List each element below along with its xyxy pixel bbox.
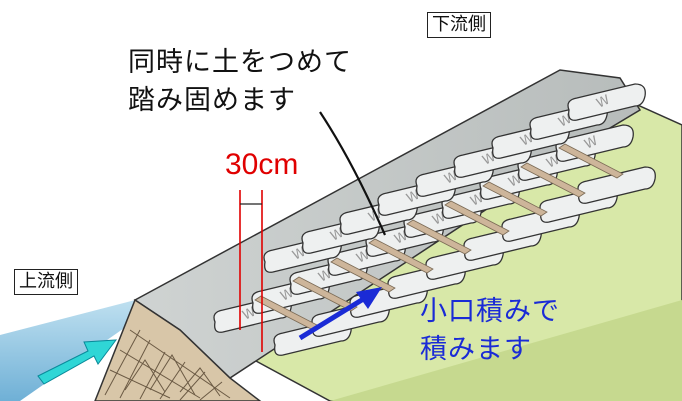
tie-band — [482, 181, 548, 217]
method-text: 小口積みで 積みます — [420, 293, 560, 369]
dimension-marker — [239, 190, 263, 352]
method-line-2: 積みます — [420, 334, 532, 365]
tie-band — [368, 238, 434, 274]
sandbag-row-front — [577, 166, 656, 204]
bag-mark: W — [582, 134, 600, 153]
leader-line — [319, 111, 387, 236]
instruction-text: 同時に土をつめて 踏み固めます — [128, 44, 352, 120]
instruction-line-2: 踏み固めます — [128, 85, 296, 116]
tie-band — [520, 162, 586, 198]
instruction-line-1: 同時に土をつめて — [128, 47, 352, 78]
tie-band — [558, 143, 624, 179]
sandbag-row-upper: W — [567, 83, 646, 121]
upstream-label: 上流側 — [14, 269, 78, 295]
embankment-shadow — [330, 300, 682, 401]
tie-band — [444, 200, 510, 236]
tie-band — [330, 257, 396, 293]
downstream-label: 下流側 — [427, 12, 491, 38]
dimension-label: 30cm — [225, 148, 299, 181]
river-flow-arrow — [37, 339, 118, 385]
tie-band — [406, 219, 472, 255]
levee-cross-section — [94, 298, 262, 401]
bag-mark: W — [594, 93, 612, 112]
stacking-direction-arrow — [298, 287, 382, 341]
tie-band — [292, 276, 358, 312]
method-line-1: 小口積みで — [420, 296, 560, 327]
